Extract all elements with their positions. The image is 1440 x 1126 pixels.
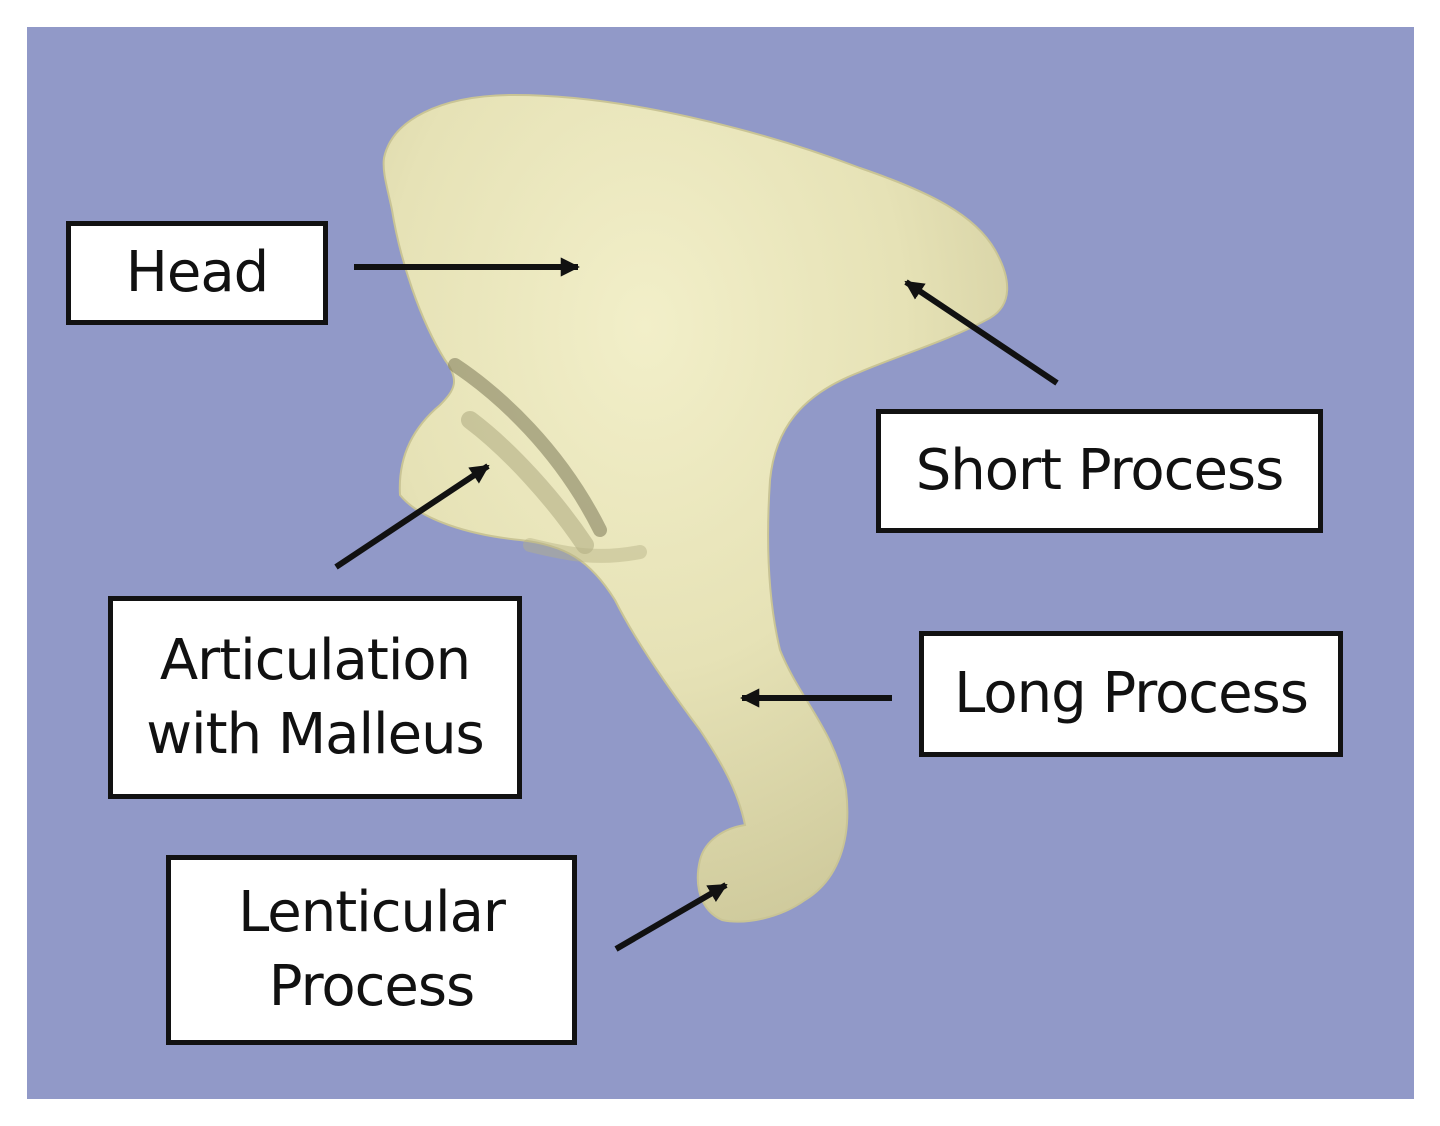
articulation-label: Articulation with Malleus bbox=[108, 596, 522, 799]
lenticular-label-line-1: Lenticular bbox=[238, 880, 506, 946]
head-label: Head bbox=[66, 221, 328, 325]
bone-shading-neck bbox=[523, 538, 647, 563]
articulation-label-line-2: with Malleus bbox=[146, 701, 484, 767]
head-label-text: Head bbox=[125, 240, 269, 306]
lenticular-process-label: Lenticular Process bbox=[166, 855, 577, 1045]
long-process-label: Long Process bbox=[919, 631, 1343, 757]
articulation-label-line-1: Articulation bbox=[159, 627, 471, 693]
short-process-arrow bbox=[904, 279, 1059, 386]
short-process-label: Short Process bbox=[876, 409, 1323, 533]
bone-shading bbox=[448, 358, 607, 537]
bone-shading-soft bbox=[461, 411, 594, 554]
lenticular-label-line-2: Process bbox=[268, 954, 475, 1019]
articulation-arrow bbox=[334, 463, 490, 570]
short-process-label-text: Short Process bbox=[915, 438, 1285, 504]
lenticular-arrow bbox=[614, 882, 728, 952]
long-process-label-text: Long Process bbox=[954, 661, 1309, 727]
incus-bone bbox=[382, 93, 1009, 923]
